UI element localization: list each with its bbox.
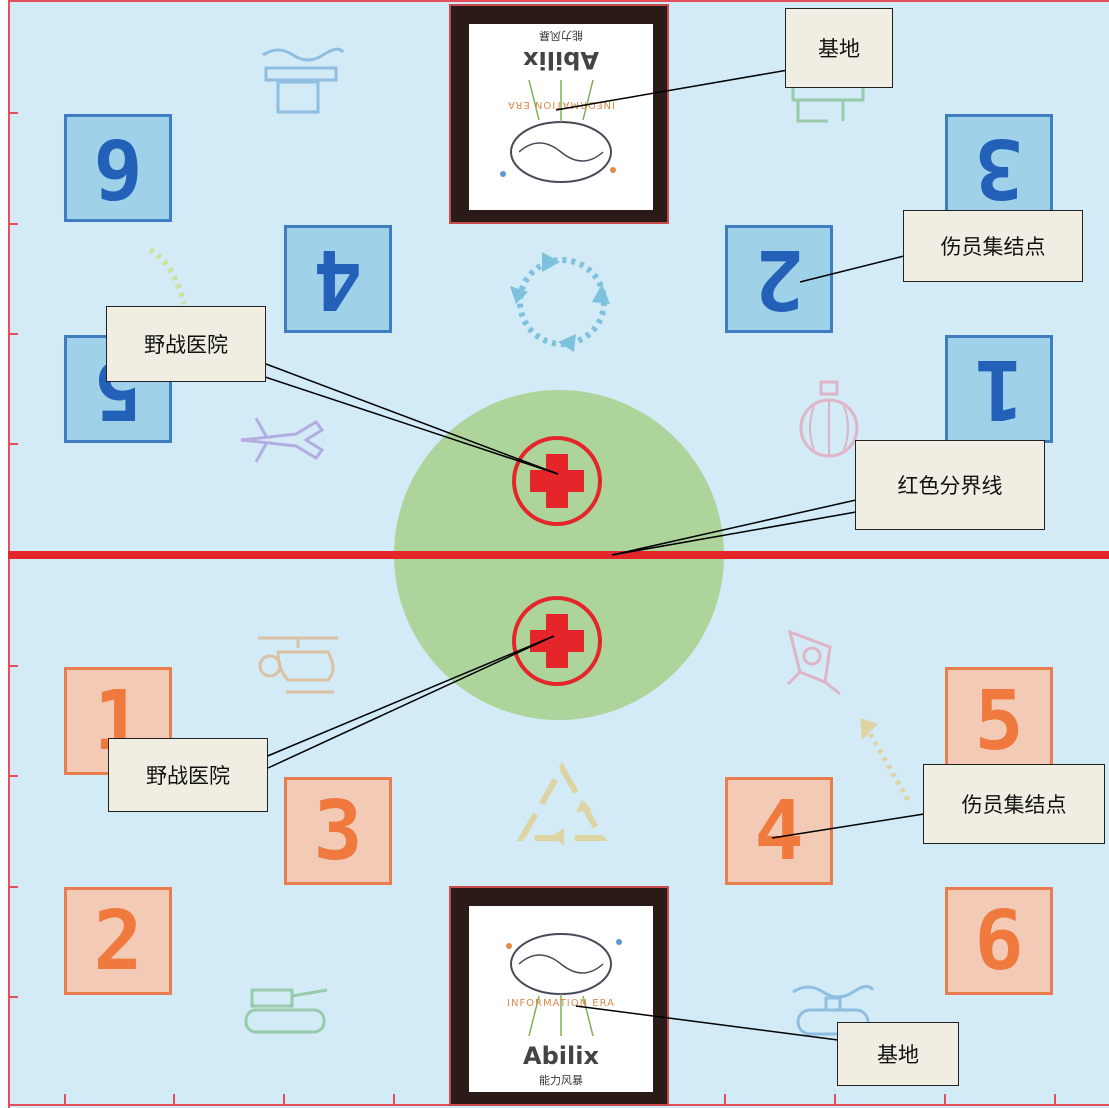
- callout-casualty-bottom: 伤员集结点: [923, 764, 1105, 844]
- rocket-icon: [786, 629, 841, 696]
- callout-hospital-bottom: 野战医院: [108, 738, 268, 812]
- zone-number: 2: [93, 893, 143, 989]
- orange-zone-4: 4: [725, 777, 833, 885]
- left-tick: [8, 333, 18, 335]
- callout-hospital-top: 野战医院: [106, 306, 266, 382]
- base-top: INFORMATION ERA Abilix 能力风暴: [449, 4, 669, 224]
- orange-zone-3: 3: [284, 777, 392, 885]
- zone-number: 2: [754, 231, 804, 327]
- red-divider-line: [8, 551, 1109, 559]
- brand-subtitle: 能力风暴: [539, 1074, 583, 1087]
- zone-number: 6: [93, 120, 143, 216]
- dotted-arrow-icon: [860, 718, 911, 802]
- bottom-tick: [724, 1094, 726, 1106]
- zone-number: 1: [974, 341, 1024, 437]
- bottom-tick: [834, 1094, 836, 1106]
- bottom-tick: [944, 1094, 946, 1106]
- bottom-tick: [173, 1094, 175, 1106]
- brand-subtitle: 能力风暴: [539, 29, 583, 42]
- zone-number: 3: [974, 120, 1024, 216]
- era-text: INFORMATION ERA: [507, 998, 615, 1009]
- zone-number: 3: [313, 783, 363, 879]
- bottom-tick: [393, 1094, 395, 1106]
- callout-divider: 红色分界线: [855, 440, 1045, 530]
- red-cross-icon: [530, 630, 584, 652]
- red-cross-icon: [530, 470, 584, 492]
- base-bottom: INFORMATION ERA Abilix 能力风暴: [449, 886, 669, 1106]
- left-tick: [8, 112, 18, 114]
- blue-zone-1: 1: [945, 335, 1053, 443]
- orange-zone-6: 6: [945, 887, 1053, 995]
- left-tick: [8, 996, 18, 998]
- zone-number: 4: [754, 783, 804, 879]
- bottom-tick: [64, 1094, 66, 1106]
- abilix-logo: Abilix: [523, 46, 599, 74]
- callout-casualty-top: 伤员集结点: [903, 210, 1083, 282]
- field-hospital-bottom: [512, 596, 602, 686]
- ship-icon: [262, 47, 345, 114]
- abilix-logo: Abilix: [523, 1042, 599, 1070]
- left-tick: [8, 886, 18, 888]
- cycle-arrows-icon: [510, 252, 610, 352]
- blue-zone-3: 3: [945, 114, 1053, 222]
- dotted-arc-icon: [148, 247, 187, 305]
- orange-zone-2: 2: [64, 887, 172, 995]
- base-card: INFORMATION ERA Abilix 能力风暴: [469, 906, 653, 1092]
- callout-base-bottom: 基地: [837, 1022, 959, 1086]
- orange-zone-5: 5: [945, 667, 1053, 775]
- zone-number: 4: [313, 231, 363, 327]
- left-tick: [8, 223, 18, 225]
- tank-icon: [244, 988, 328, 1034]
- left-tick: [8, 665, 18, 667]
- zone-number: 5: [974, 673, 1024, 769]
- bottom-tick: [283, 1094, 285, 1106]
- base-card: INFORMATION ERA Abilix 能力风暴: [469, 24, 653, 210]
- era-text: INFORMATION ERA: [507, 99, 615, 110]
- game-board: 6 4 5 3 2 1 1 3 2 5 4 6: [8, 0, 1109, 1108]
- callout-base-top: 基地: [785, 8, 893, 88]
- helicopter-icon: [258, 636, 338, 694]
- left-tick: [8, 775, 18, 777]
- blue-zone-4: 4: [284, 225, 392, 333]
- bottom-tick: [1054, 1094, 1056, 1106]
- blue-zone-2: 2: [725, 225, 833, 333]
- left-tick: [8, 443, 18, 445]
- blue-zone-6: 6: [64, 114, 172, 222]
- airplane-icon: [240, 417, 325, 463]
- recycle-icon: [516, 761, 608, 846]
- zone-number: 6: [974, 893, 1024, 989]
- hot-air-balloon-icon: [799, 380, 859, 458]
- top-edge-line: [8, 0, 1109, 2]
- field-hospital-top: [512, 436, 602, 526]
